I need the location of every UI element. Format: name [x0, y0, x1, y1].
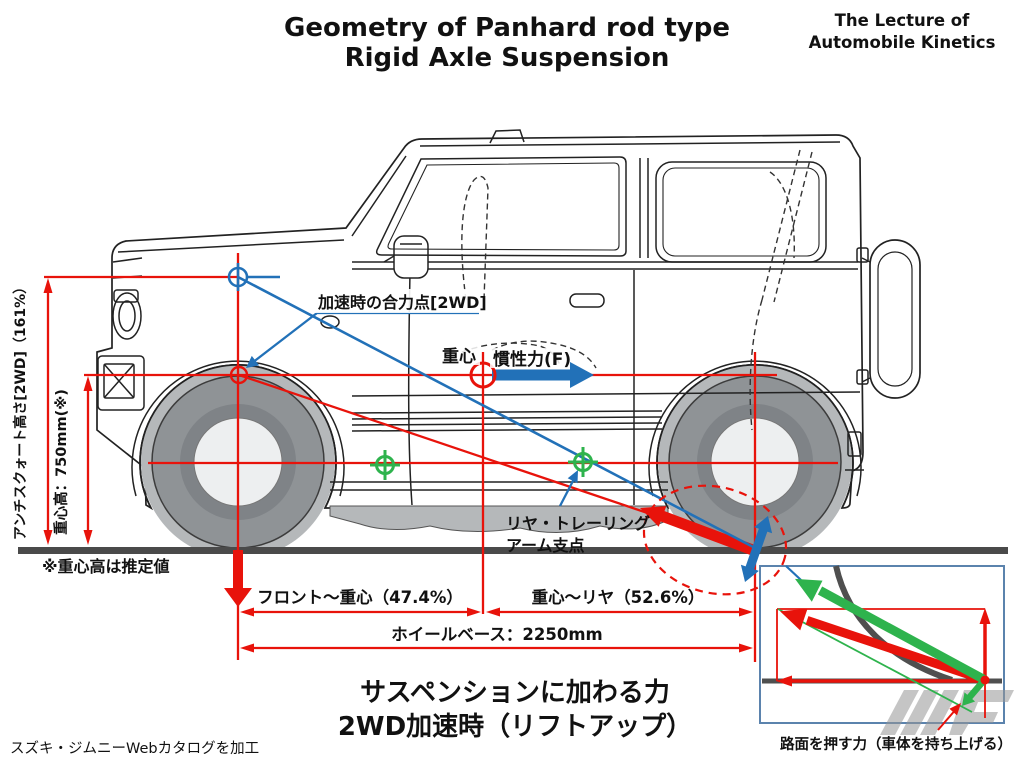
ground-line	[18, 547, 1008, 554]
interior-dashed-lines	[461, 149, 813, 431]
resultant-point-marker	[227, 263, 249, 291]
label-bg	[312, 289, 482, 313]
resultant-point-label: 加速時の合力点[2WD]	[317, 293, 487, 312]
anti-squat-dimension	[43, 278, 53, 545]
contact-zoom-ellipse	[642, 484, 788, 596]
car-details	[97, 129, 921, 506]
underbody	[329, 505, 669, 533]
label-bg	[440, 345, 480, 365]
credit-line1: The Lecture of	[835, 11, 970, 30]
contact-force-inset	[759, 565, 1014, 735]
cog-note-label: ※重心高は推定値	[42, 557, 170, 576]
source-note: スズキ・ジムニーWebカタログを加工	[10, 740, 259, 757]
cog-height-label: 重心高：750mm(※)	[52, 389, 70, 535]
cog-label: 重心	[442, 346, 476, 367]
label-bg	[490, 348, 570, 368]
front-lift-force-arrow	[224, 550, 252, 607]
caption-line2: 2WD加速時（リフトアップ）	[338, 712, 692, 742]
caption-line1: サスペンションに加わる力	[360, 678, 670, 708]
car-drawing	[96, 129, 921, 559]
credit-line2: Automobile Kinetics	[809, 33, 996, 52]
front-pivot-marker	[370, 450, 400, 480]
cog-marker	[469, 361, 497, 389]
anti-squat-label: アンチスクォート高さ[2WD]（161%）	[12, 280, 29, 540]
page-title-line2: Rigid Axle Suspension	[345, 43, 670, 73]
front-to-cog-label: フロント〜重心（47.4%）	[257, 587, 463, 607]
front-resultant-marker	[229, 365, 249, 385]
rear-road-force-arrow	[640, 506, 760, 558]
trailing-arm-label-line1: リヤ・トレーリング	[506, 514, 650, 533]
trailing-arm-pivot-marker	[568, 447, 598, 477]
page-title-line1: Geometry of Panhard rod type	[284, 13, 730, 43]
cog-height-dimension	[83, 376, 93, 545]
cog-to-rear-label: 重心〜リヤ（52.6%）	[532, 587, 705, 607]
trailing-arm-label-line2: アーム支点	[506, 536, 585, 555]
inertia-force-label: 慣性力(F)	[493, 349, 571, 370]
road-force-label: 路面を押す力（車体を持ち上げる）	[780, 735, 1012, 753]
bottom-dimensions	[240, 607, 753, 653]
wheelbase-label: ホイールベース：2250mm	[391, 625, 602, 644]
